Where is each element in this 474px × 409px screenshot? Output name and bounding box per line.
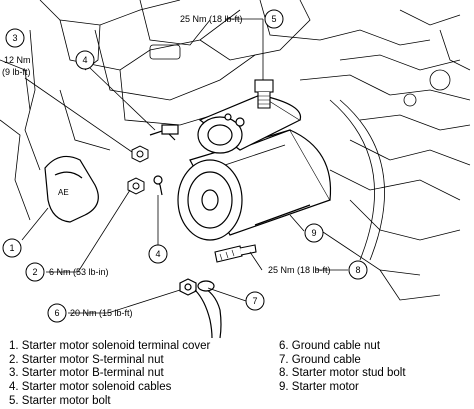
torque-6: 20 Nm (15 lb-ft)	[70, 308, 133, 318]
leader-lines	[21, 18, 348, 314]
torque-5: 25 Nm (18 lb-ft)	[180, 14, 243, 24]
torque-3-line2: (9 lb-ft)	[2, 67, 31, 77]
legend-item-8: 8. Starter motor stud bolt	[279, 367, 406, 380]
callout-3: 3	[5, 28, 25, 48]
svg-text:2: 2	[32, 267, 37, 277]
legend-item-6: 6. Ground cable nut	[279, 340, 381, 352]
callout-6: 6	[47, 303, 67, 323]
svg-text:7: 7	[252, 296, 257, 306]
callout-4-bottom: 4	[148, 244, 168, 264]
callout-2: 2	[25, 262, 45, 282]
engine-bay-background	[0, 0, 471, 301]
flywheel-ring	[329, 99, 385, 261]
legend-column-right: 6. Ground cable nut 7. Ground cable 8. S…	[279, 340, 406, 395]
parts-legend: 1. Starter motor solenoid terminal cover…	[0, 340, 474, 409]
legend-item-7: 7. Ground cable	[279, 353, 361, 366]
solenoid-cables	[149, 124, 179, 196]
legend-item-9: 9. Starter motor	[279, 381, 359, 394]
callout-7: 7	[245, 291, 265, 311]
svg-text:3: 3	[12, 33, 17, 43]
starter-motor-bolt	[254, 79, 274, 109]
legend-item-1: 1. Starter motor solenoid terminal cover	[9, 340, 211, 352]
svg-text:9: 9	[311, 228, 316, 238]
starter-motor-stud-bolt	[214, 244, 257, 263]
legend-item-2: 2. Starter motor S-terminal nut	[9, 353, 164, 366]
legend-item-4: 4. Starter motor solenoid cables	[9, 381, 172, 394]
solenoid-terminal-cover: AE	[44, 155, 99, 223]
svg-text:6: 6	[54, 308, 59, 318]
callout-4-top: 4	[75, 50, 95, 70]
callout-9: 9	[304, 223, 324, 243]
torque-3-line1: 12 Nm	[4, 55, 31, 65]
ground-cable	[179, 278, 222, 339]
svg-text:4: 4	[82, 55, 87, 65]
legend-item-5: 5. Starter motor bolt	[9, 394, 111, 407]
torque-2: 6 Nm (53 lb-in)	[49, 267, 109, 277]
svg-text:1: 1	[9, 243, 14, 253]
legend-item-3: 3. Starter motor B-terminal nut	[9, 367, 164, 380]
callout-8: 8	[348, 260, 368, 280]
svg-text:4: 4	[155, 249, 160, 259]
starter-motor	[177, 129, 332, 241]
callout-1: 1	[2, 238, 22, 258]
s-terminal-nut	[127, 177, 145, 195]
callout-5: 5	[264, 9, 284, 29]
torque-8: 25 Nm (18 lb-ft)	[268, 265, 331, 275]
b-terminal-nut	[131, 145, 149, 163]
svg-text:AE: AE	[58, 188, 69, 197]
svg-text:8: 8	[355, 265, 360, 275]
legend-column-left: 1. Starter motor solenoid terminal cover…	[9, 340, 210, 409]
svg-text:5: 5	[271, 14, 276, 24]
